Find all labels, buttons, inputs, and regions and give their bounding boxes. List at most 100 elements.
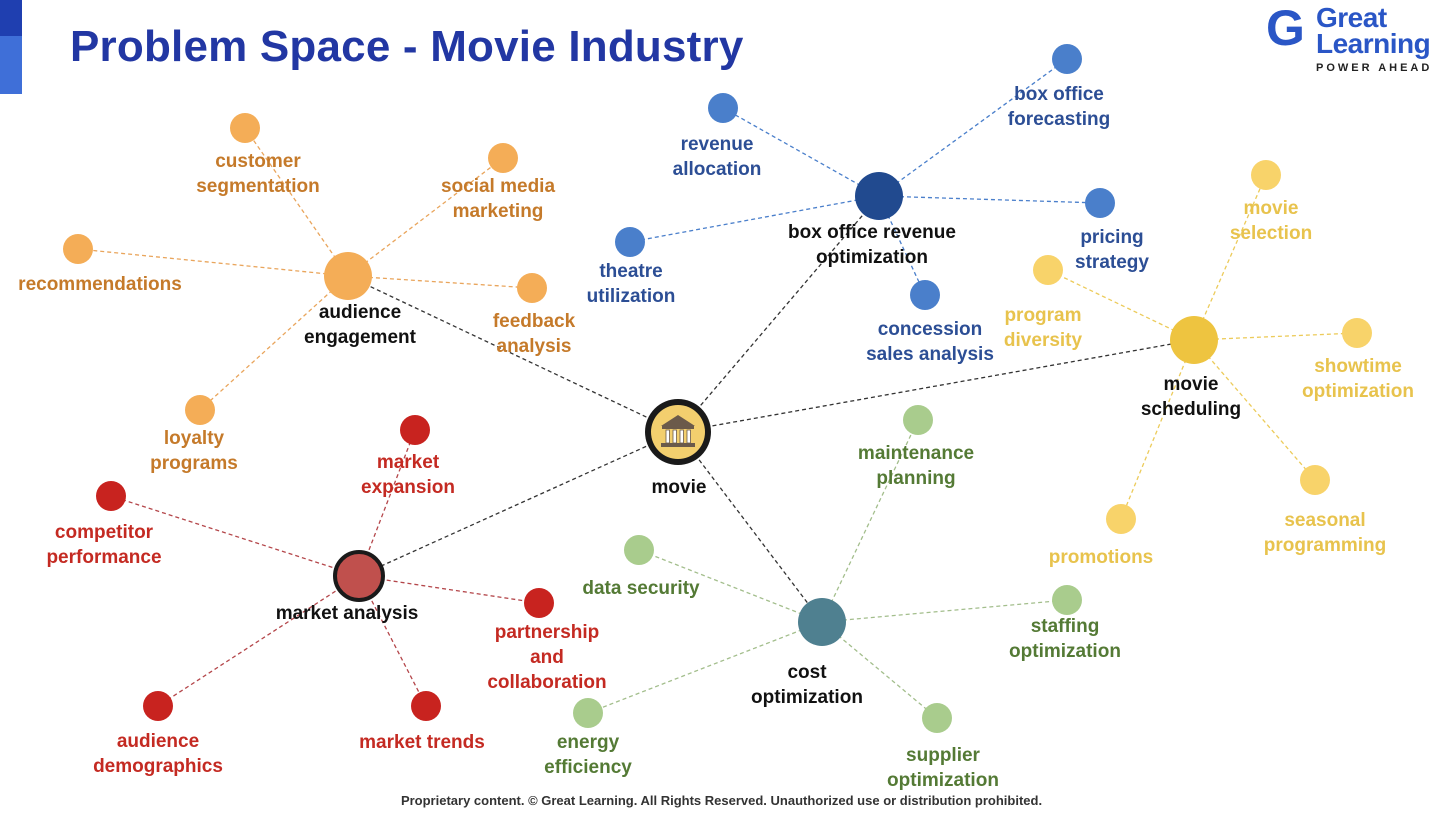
label-concession-sales-analysis-line: concession	[878, 319, 983, 340]
node-market-expansion	[400, 415, 430, 445]
diagram-nodes	[63, 44, 1372, 733]
connector-program-diversity	[1047, 269, 1195, 341]
hub-box-office-revenue-optimization	[855, 172, 903, 220]
label-box-office-forecasting-line: box office	[1014, 84, 1104, 105]
label-showtime-optimization-line: optimization	[1302, 381, 1414, 402]
label-customer-segmentation-line: customer	[215, 151, 301, 172]
node-staffing-optimization	[1052, 585, 1082, 615]
label-hub-audience-engagement: audience engagement	[304, 302, 417, 348]
label-market-trends-line: market trends	[359, 732, 485, 753]
node-concession-sales-analysis	[910, 280, 940, 310]
label-partnership-and-collaboration-line: partnership	[495, 622, 600, 643]
hub-audience-engagement	[324, 252, 372, 300]
label-supplier-optimization-line: optimization	[887, 770, 999, 791]
label-customer-segmentation: customer segmentation	[196, 151, 320, 197]
node-customer-segmentation	[230, 113, 260, 143]
label-social-media-marketing-line: social media	[441, 176, 555, 197]
label-concession-sales-analysis-line: sales analysis	[866, 344, 994, 365]
connector-data-security	[638, 549, 823, 623]
label-market-expansion-line: expansion	[361, 477, 455, 498]
label-staffing-optimization-line: optimization	[1009, 641, 1121, 662]
hub-cost-optimization	[798, 598, 846, 646]
label-feedback-analysis-line: analysis	[497, 336, 572, 357]
label-customer-segmentation-line: segmentation	[196, 176, 320, 197]
label-loyalty-programs-line: loyalty	[164, 428, 225, 449]
logo-mark-icon: G	[1266, 0, 1305, 56]
label-revenue-allocation-line: allocation	[673, 159, 762, 180]
label-hub-market-analysis-line: market analysis	[276, 603, 419, 624]
label-revenue-allocation-line: revenue	[681, 134, 754, 155]
node-pricing-strategy	[1085, 188, 1115, 218]
label-hub-box-office-revenue-optimization-line: optimization	[816, 247, 928, 268]
hub-market-analysis	[333, 550, 385, 602]
label-partnership-and-collaboration-line: collaboration	[487, 672, 606, 693]
label-hub-movie-scheduling-line: movie	[1164, 374, 1219, 395]
node-recommendations	[63, 234, 93, 264]
node-loyalty-programs	[185, 395, 215, 425]
cinema-building-icon	[661, 415, 695, 447]
connector-movie-selection	[1193, 174, 1267, 341]
label-program-diversity-line: diversity	[1004, 330, 1083, 351]
connector-center-market-analysis	[358, 431, 679, 577]
label-hub-audience-engagement-line: engagement	[304, 327, 417, 348]
label-hub-cost-optimization-line: optimization	[751, 687, 863, 708]
label-center-movie-line: movie	[652, 477, 707, 498]
node-data-security	[624, 535, 654, 565]
logo-word-1: Great	[1316, 2, 1387, 33]
great-learning-logo: G Great Learning POWER AHEAD	[1266, 2, 1442, 74]
node-market-trends	[411, 691, 441, 721]
label-promotions: promotions	[1049, 547, 1154, 568]
label-partnership-and-collaboration-line: and	[530, 647, 564, 668]
label-audience-demographics-line: audience	[117, 731, 199, 752]
label-concession-sales-analysis: concession sales analysis	[866, 319, 994, 365]
connector-pricing-strategy	[878, 195, 1101, 204]
label-movie-selection-line: selection	[1230, 223, 1312, 244]
label-revenue-allocation: revenue allocation	[673, 134, 762, 180]
connector-center-cost-optimization	[677, 431, 823, 623]
node-movie-selection	[1251, 160, 1281, 190]
node-supplier-optimization	[922, 703, 952, 733]
label-hub-audience-engagement-line: audience	[319, 302, 401, 323]
label-audience-demographics: audience demographics	[93, 731, 223, 777]
connector-feedback-analysis	[347, 275, 533, 289]
label-recommendations: recommendations	[18, 274, 182, 295]
node-seasonal-programming	[1300, 465, 1330, 495]
label-maintenance-planning-line: planning	[876, 468, 955, 489]
label-pricing-strategy-line: strategy	[1075, 252, 1149, 273]
label-center-movie: movie	[652, 477, 707, 498]
connector-lines	[77, 58, 1358, 719]
label-audience-demographics-line: demographics	[93, 756, 223, 777]
label-hub-market-analysis: market analysis	[276, 603, 419, 624]
connector-staffing-optimization	[821, 599, 1068, 623]
connector-recommendations	[77, 248, 349, 277]
logo-word-2: Learning	[1316, 28, 1431, 59]
label-partnership-and-collaboration: partnership and collaboration	[487, 622, 606, 693]
hub-movie-scheduling	[1170, 316, 1218, 364]
node-partnership-and-collaboration	[524, 588, 554, 618]
label-competitor-performance-line: performance	[46, 547, 161, 568]
label-recommendations-line: recommendations	[18, 274, 182, 295]
node-social-media-marketing	[488, 143, 518, 173]
center-node-movie	[645, 399, 711, 465]
node-promotions	[1106, 504, 1136, 534]
logo-tagline: POWER AHEAD	[1316, 62, 1433, 74]
label-loyalty-programs: loyalty programs	[150, 428, 238, 474]
connector-audience-demographics	[157, 575, 360, 707]
label-loyalty-programs-line: programs	[150, 453, 238, 474]
